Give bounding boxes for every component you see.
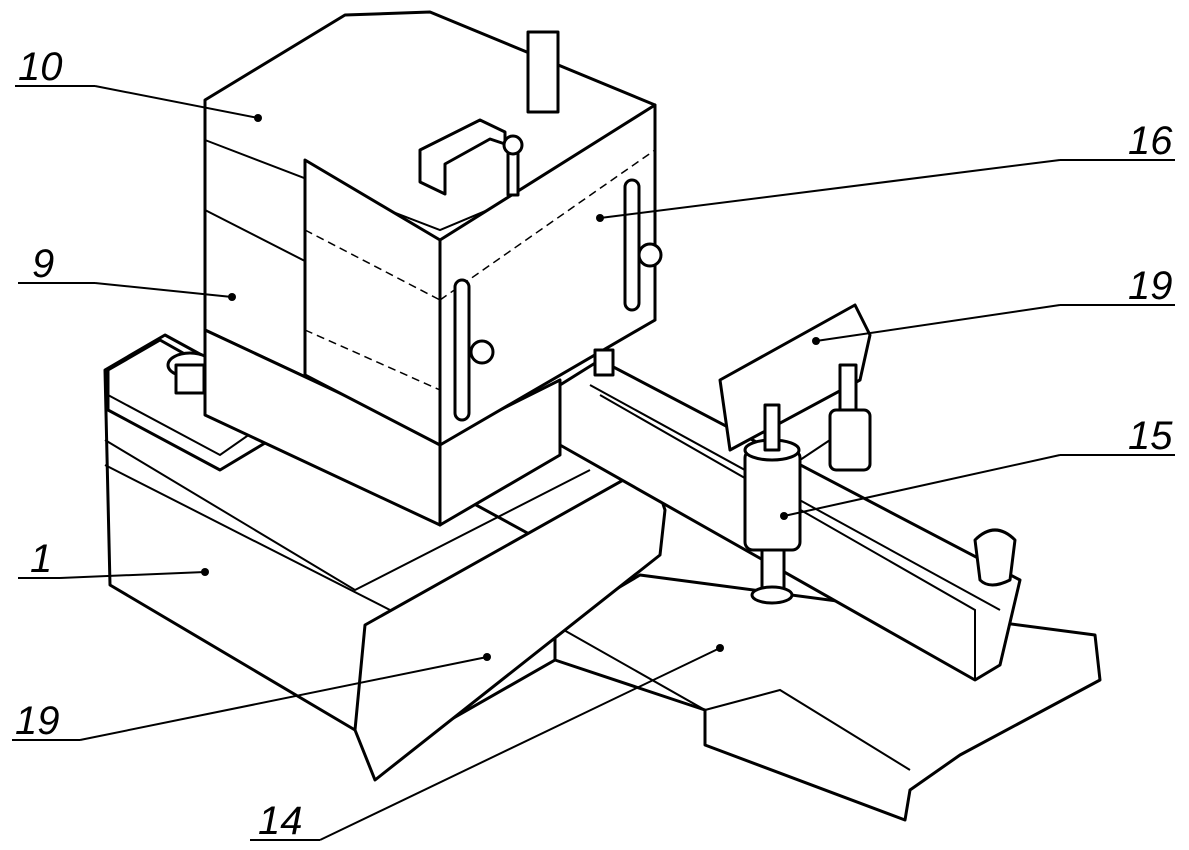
label-1: 1 bbox=[30, 537, 52, 581]
label-16: 16 bbox=[1128, 119, 1173, 163]
label-19-bottom: 19 bbox=[15, 699, 60, 743]
tool-head-15 bbox=[593, 348, 872, 605]
label-19-right: 19 bbox=[1128, 264, 1173, 308]
label-10: 10 bbox=[18, 45, 63, 89]
plate-14 bbox=[553, 573, 1102, 822]
label-9: 9 bbox=[32, 242, 54, 286]
rail-19-back bbox=[718, 303, 872, 452]
label-14: 14 bbox=[258, 799, 303, 843]
label-15: 15 bbox=[1128, 414, 1173, 458]
leader-lines bbox=[12, 85, 1175, 841]
clamp-bracket bbox=[106, 338, 277, 472]
cover-16 bbox=[303, 103, 663, 447]
